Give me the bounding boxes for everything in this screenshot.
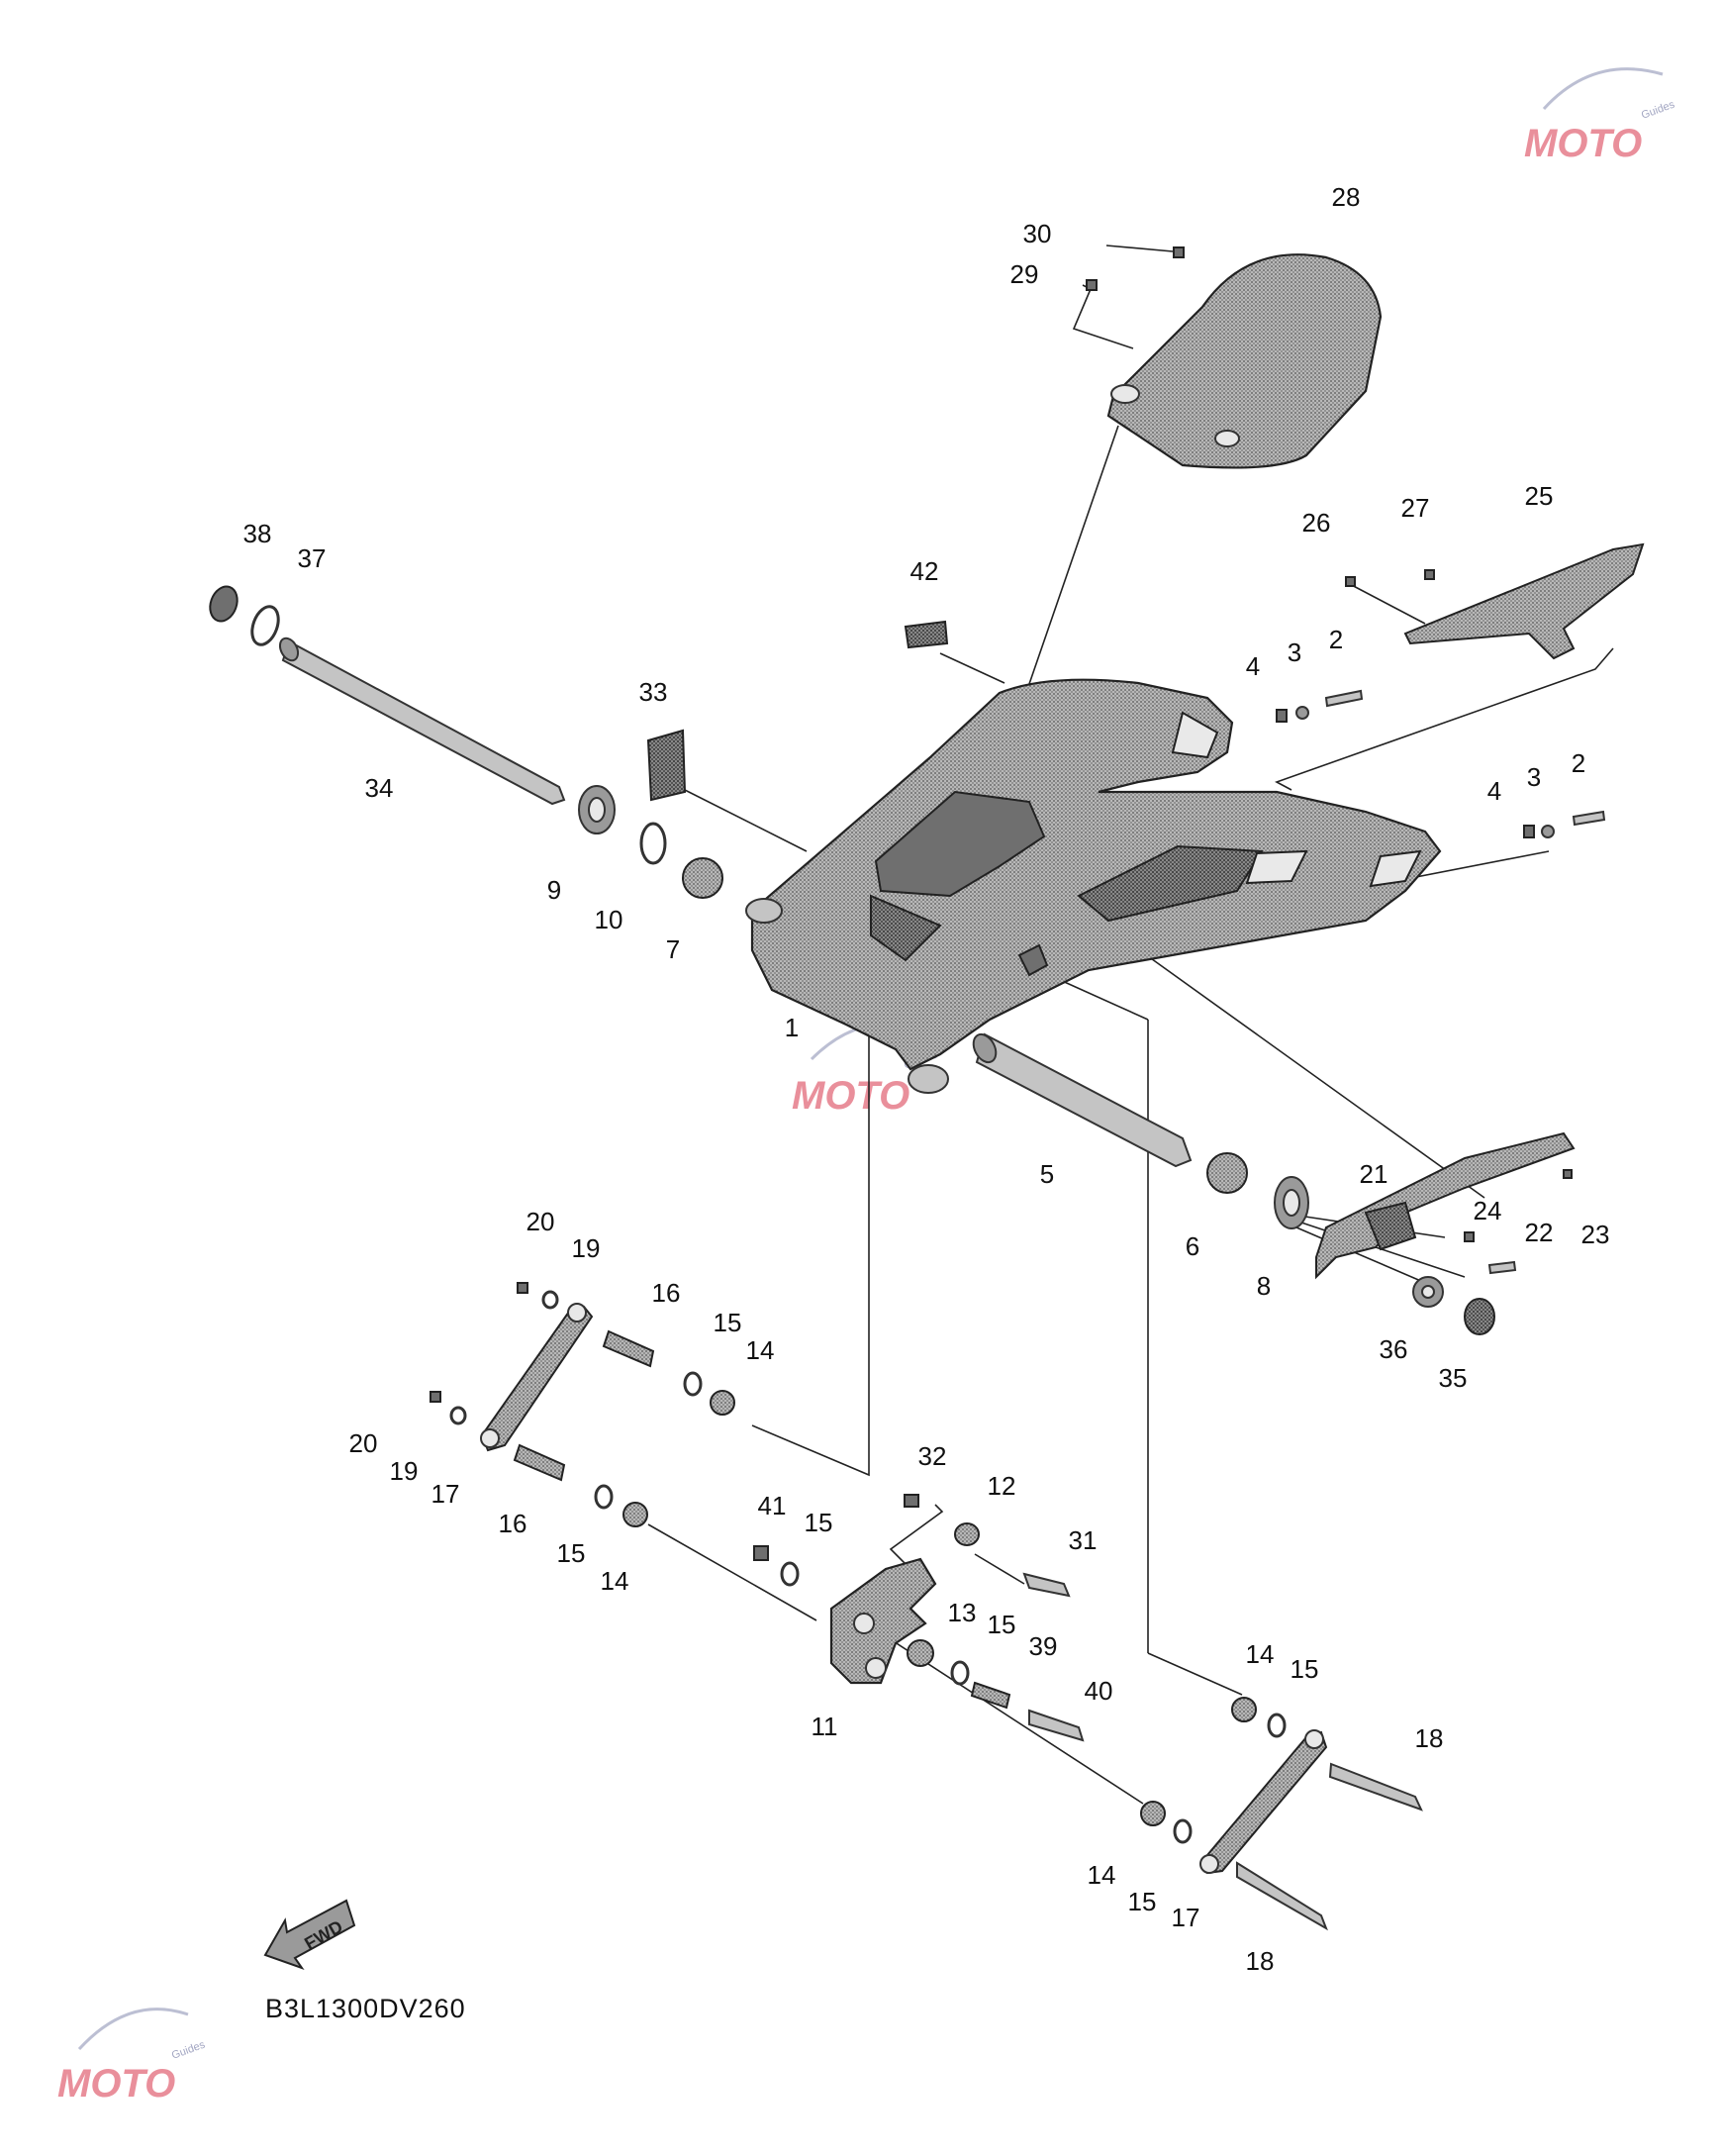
swingarm: [745, 678, 1442, 1094]
callout-32: 32: [918, 1441, 947, 1471]
svg-text:Guides: Guides: [1640, 98, 1676, 121]
callout-9: 9: [547, 875, 561, 905]
chain-guard: [1106, 253, 1383, 469]
callout-2a: 2: [1329, 625, 1343, 654]
callout-35: 35: [1439, 1363, 1468, 1393]
relay-arm-assembly: [430, 1282, 1423, 1931]
callout-2b: 2: [1572, 748, 1585, 778]
callout-39: 39: [1029, 1631, 1058, 1661]
callout-36: 36: [1380, 1334, 1408, 1364]
callout-13: 13: [948, 1598, 977, 1627]
callout-33: 33: [639, 677, 668, 707]
callout-14a: 14: [746, 1335, 775, 1365]
svg-text:Guides: Guides: [170, 2038, 207, 2061]
svg-text:MOTO: MOTO: [792, 1074, 909, 1118]
callout-26: 26: [1302, 508, 1331, 538]
callout-16b: 16: [499, 1509, 527, 1538]
callout-4a: 4: [1246, 651, 1260, 681]
forward-arrow-icon: FWD: [263, 1899, 356, 1970]
svg-text:MOTO: MOTO: [57, 2062, 175, 2106]
callout-12: 12: [988, 1471, 1016, 1501]
callout-38: 38: [243, 519, 272, 548]
callout-8: 8: [1257, 1271, 1271, 1301]
callout-3b: 3: [1527, 762, 1541, 792]
callout-15f: 15: [1128, 1887, 1157, 1916]
callout-20b: 20: [349, 1428, 378, 1458]
bearings-and-rings: [209, 246, 1606, 1335]
callout-6: 6: [1186, 1231, 1199, 1261]
callout-31: 31: [1069, 1525, 1098, 1555]
callout-41: 41: [758, 1491, 787, 1520]
callout-1: 1: [785, 1013, 799, 1042]
callout-14b: 14: [601, 1566, 629, 1596]
callout-14d: 14: [1088, 1860, 1116, 1890]
callout-17b: 17: [1172, 1903, 1200, 1932]
callout-27: 27: [1401, 493, 1430, 523]
callout-11: 11: [812, 1712, 838, 1741]
callout-16a: 16: [652, 1278, 681, 1308]
callout-3a: 3: [1288, 637, 1301, 667]
callout-34: 34: [365, 773, 394, 803]
callout-19b: 19: [390, 1456, 419, 1486]
chain-guide-upper: [1403, 542, 1645, 660]
callout-29: 29: [1010, 259, 1039, 289]
watermark-top-right: MOTO Guides: [1524, 67, 1676, 165]
callout-22: 22: [1525, 1218, 1554, 1247]
callout-37: 37: [298, 543, 327, 573]
pivot-shaft: [278, 637, 566, 806]
callout-labels: 28 30 29 38 37 42 26 27 25 33 34 4 3 2 4…: [243, 182, 1610, 1976]
callout-15e: 15: [1291, 1654, 1319, 1684]
callout-14c: 14: [1246, 1639, 1275, 1669]
chain-guide-lower: [1315, 1131, 1576, 1280]
callout-23: 23: [1581, 1220, 1610, 1249]
axle-shaft: [972, 1032, 1193, 1168]
svg-text:MOTO: MOTO: [1524, 122, 1642, 165]
callout-21: 21: [1360, 1159, 1388, 1189]
callout-4b: 4: [1487, 776, 1501, 806]
callout-7: 7: [666, 934, 680, 964]
callout-40: 40: [1085, 1676, 1113, 1706]
callout-15b: 15: [557, 1538, 586, 1568]
callout-17a: 17: [431, 1479, 460, 1509]
callout-30: 30: [1023, 219, 1052, 248]
callout-15d: 15: [988, 1610, 1016, 1639]
callout-18a: 18: [1415, 1723, 1444, 1753]
callout-5: 5: [1040, 1159, 1054, 1189]
watermark-bottom-left: MOTO Guides: [57, 2008, 207, 2106]
callout-25: 25: [1525, 481, 1554, 511]
diagram-code: B3L1300DV260: [265, 1994, 466, 2023]
callout-19a: 19: [572, 1233, 601, 1263]
callout-24: 24: [1474, 1196, 1502, 1225]
callout-10: 10: [595, 905, 623, 934]
callout-42: 42: [910, 556, 939, 586]
callout-15a: 15: [714, 1308, 742, 1337]
callout-28: 28: [1332, 182, 1361, 212]
callout-18b: 18: [1246, 1946, 1275, 1976]
callout-20a: 20: [526, 1207, 555, 1236]
callout-15c: 15: [805, 1508, 833, 1537]
